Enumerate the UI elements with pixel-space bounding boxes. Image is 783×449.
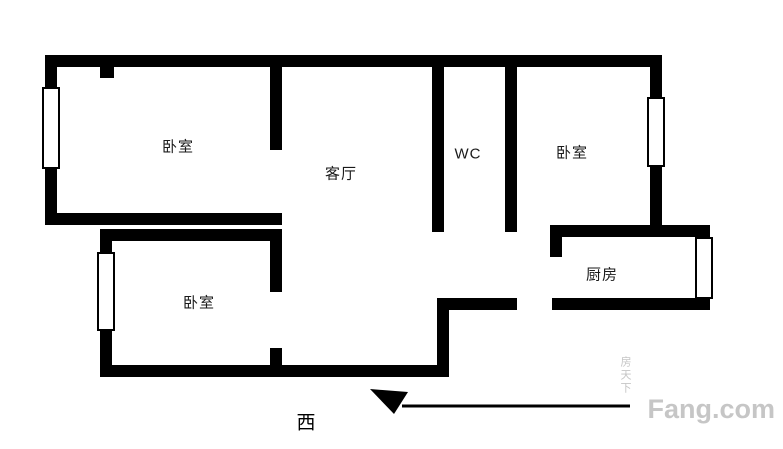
watermark-site-name-cn: 房天下	[619, 356, 631, 395]
compass-west-label: 西	[296, 412, 316, 434]
room-label-bedroom-top-right: 卧室	[555, 144, 589, 162]
room-label-bedroom-bottom-left: 卧室	[182, 294, 216, 312]
window-right-upper	[647, 97, 665, 167]
watermark-site-name-en: Fang.com	[647, 394, 775, 424]
wall-segment	[100, 365, 449, 377]
wall-segment	[550, 225, 710, 237]
wall-segment	[437, 298, 517, 310]
wall-segment	[45, 213, 282, 225]
wall-stub	[550, 237, 562, 257]
wall-segment	[432, 67, 444, 232]
walls	[45, 55, 710, 377]
windows	[42, 87, 713, 331]
wall-segment	[100, 229, 282, 241]
wall-segment	[552, 298, 710, 310]
room-label-living-room: 客厅	[324, 165, 358, 183]
window-kitchen	[695, 237, 713, 299]
window-left-lower	[97, 252, 115, 331]
room-label-kitchen: 厨房	[585, 266, 619, 284]
west-arrow	[370, 389, 630, 414]
room-label-bedroom-top-left: 卧室	[161, 138, 195, 156]
wall-segment	[45, 55, 662, 67]
wall-segment	[270, 67, 282, 150]
room-label-wc: WC	[454, 145, 482, 163]
window-left-upper	[42, 87, 60, 169]
wall-segment	[437, 298, 449, 377]
wall-stub	[100, 67, 114, 78]
wall-segment	[505, 67, 517, 232]
wall-segment	[270, 241, 282, 292]
